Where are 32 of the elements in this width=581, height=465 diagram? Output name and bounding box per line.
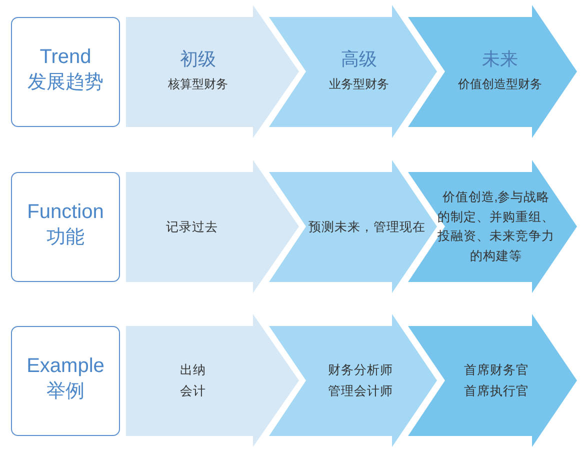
chevron-step [126, 5, 299, 138]
chevron-step [126, 160, 299, 293]
row-label-box [11, 326, 120, 436]
stage-title: 初级 [180, 48, 216, 70]
example-text: 首席执行官 [464, 383, 529, 400]
example-text: 出纳 [180, 362, 206, 379]
example-text: 会计 [180, 383, 206, 400]
stage-description: 价值创造型财务 [458, 76, 542, 92]
function-text: 预测未来，管理现在 [308, 219, 426, 236]
example-text: 财务分析师 [328, 362, 393, 379]
row-title: Example [26, 355, 104, 377]
function-text: 记录过去 [166, 219, 218, 236]
chevron-step [269, 160, 437, 293]
stage-title: 未来 [482, 48, 518, 70]
row-subtitle: 功能 [46, 227, 84, 249]
chevron-step [408, 314, 577, 447]
row-label-box [11, 17, 120, 127]
chevron-step [126, 314, 299, 447]
example-text: 首席财务官 [464, 362, 529, 379]
row-subtitle: 举例 [46, 381, 84, 403]
row-title: Trend [40, 46, 92, 68]
row-subtitle: 发展趋势 [28, 72, 104, 94]
stage-description: 核算型财务 [168, 76, 228, 92]
row-title: Function [27, 201, 104, 223]
stage-title: 高级 [341, 48, 377, 70]
chevron-step [269, 314, 437, 447]
chevron-step [408, 5, 577, 138]
row-label-box [11, 172, 120, 282]
example-text: 管理会计师 [328, 383, 393, 400]
chevron-step [269, 5, 437, 138]
stage-description: 业务型财务 [329, 76, 389, 92]
function-detail: 价值创造,参与战略的制定、并购重组、投融资、未来竞争力的构建等 [437, 189, 555, 264]
